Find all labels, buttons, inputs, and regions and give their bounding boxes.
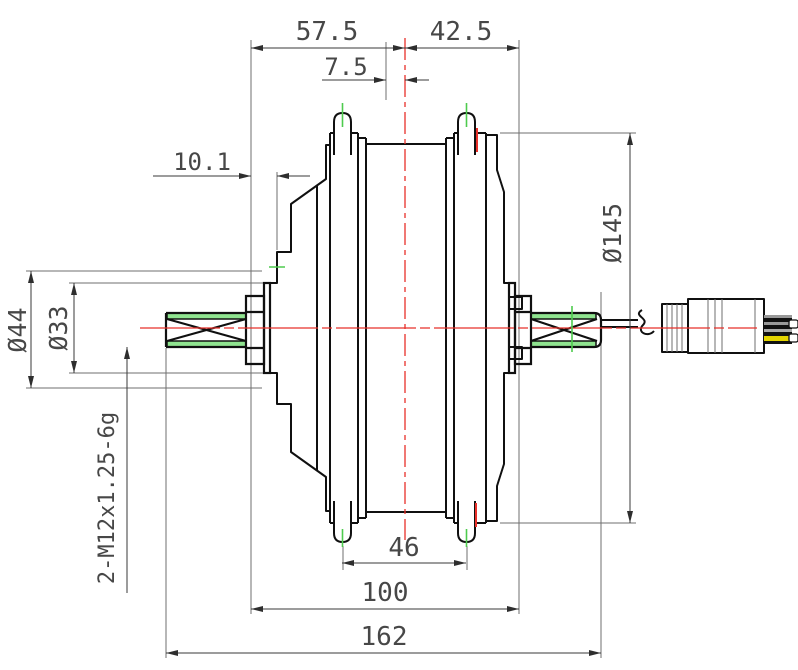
dim-label-dia145: Ø145 (598, 203, 627, 263)
dimension-lines (28, 45, 633, 656)
dimension-labels: 57.5 42.5 7.5 10.1 Ø44 Ø33 2-M12x1.25-6g… (3, 17, 627, 652)
wire-gray-1 (764, 315, 792, 318)
right-washer-tabs (509, 296, 523, 360)
left-axle-nut (244, 294, 266, 366)
cable-slack-squiggle (637, 309, 655, 336)
right-axle-thread-cross (530, 317, 598, 343)
connector-pin-1 (788, 319, 798, 329)
wire-gray-3 (764, 329, 792, 332)
dim-label-dia44: Ø44 (3, 307, 32, 352)
dim-label-42-5: 42.5 (430, 17, 493, 47)
connector-rings (707, 299, 756, 353)
left-axle-outline (164, 311, 246, 349)
wire-gray-2 (764, 322, 792, 325)
connector-body (687, 298, 765, 354)
centerlines (140, 38, 757, 540)
cable-connector-assembly (601, 298, 798, 354)
wire-black-3 (764, 332, 792, 336)
cable-wires (601, 319, 638, 328)
green-centerline-ticks (269, 103, 573, 547)
right-axle-outline (531, 311, 603, 349)
dim-label-10-1: 10.1 (173, 148, 231, 176)
wire-black-4 (764, 341, 792, 344)
wire-bundle (764, 315, 798, 344)
dim-label-dia33: Ø33 (44, 305, 73, 350)
right-side-cover (486, 134, 509, 522)
dimension-extension-lines (26, 40, 636, 658)
dim-label-162: 162 (361, 622, 408, 652)
left-axle-thread-cross (166, 317, 247, 343)
dim-label-7-5: 7.5 (324, 53, 367, 81)
left-axle-assembly (164, 281, 272, 375)
flange-edge-red-accents (475, 128, 478, 527)
hole-center-ticks (269, 103, 573, 547)
connector-pin-2 (788, 333, 798, 343)
left-side-cover (270, 144, 330, 512)
right-axle-assembly (507, 281, 603, 375)
extension-lines (26, 40, 636, 658)
wire-black-1 (764, 318, 792, 322)
dim-label-100: 100 (362, 578, 409, 608)
dim-label-46: 46 (388, 533, 419, 563)
wire-yellow (764, 336, 792, 341)
wire-black-2 (764, 325, 792, 329)
dim-label-57-5: 57.5 (296, 17, 359, 47)
dim-label-thread-spec: 2-M12x1.25-6g (95, 412, 120, 584)
